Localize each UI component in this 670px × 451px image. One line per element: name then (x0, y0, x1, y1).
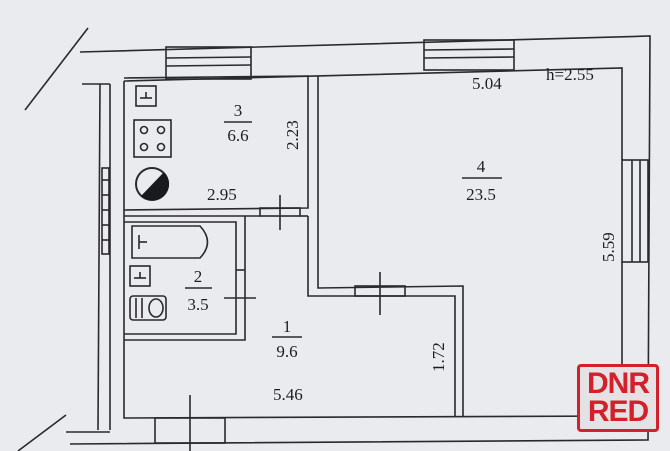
window-top-left (165, 46, 252, 80)
bathtub-icon (131, 225, 209, 259)
site-line (24, 27, 89, 111)
room4-number: 4 (477, 157, 486, 176)
washbasin-icon (129, 265, 151, 287)
watermark-line2: RED (587, 395, 649, 428)
interior-walls (123, 75, 464, 451)
room2-number: 2 (194, 267, 203, 286)
room3-area: 6.6 (227, 126, 248, 145)
room1-number: 1 (283, 317, 292, 336)
ceiling-height: h=2.55 (546, 65, 594, 84)
sink-icon (135, 85, 157, 107)
radiator (101, 167, 110, 255)
room4-area: 23.5 (466, 185, 496, 204)
dimension-room4-width: 5.04 (472, 74, 502, 93)
stove-icon (133, 119, 172, 158)
window-right (621, 159, 649, 263)
boiler-icon (135, 167, 170, 201)
dimension-room4-length: 5.59 (599, 232, 618, 262)
window-top-right (423, 39, 515, 71)
room2-area: 3.5 (187, 295, 208, 314)
watermark-line1: DNR (587, 367, 650, 400)
site-line (17, 414, 67, 451)
toilet-icon (129, 295, 167, 321)
room1-area: 9.6 (276, 342, 297, 361)
watermark-logo: DNR RED (577, 364, 659, 432)
outer-walls (66, 35, 651, 445)
dimension-corridor-width: 1.72 (429, 342, 448, 372)
dimension-kitchen-width: 2.95 (207, 185, 237, 204)
dimension-total-length: 5.46 (273, 385, 303, 404)
dimension-kitchen-length: 2.23 (283, 120, 302, 150)
room3-number: 3 (234, 101, 243, 120)
